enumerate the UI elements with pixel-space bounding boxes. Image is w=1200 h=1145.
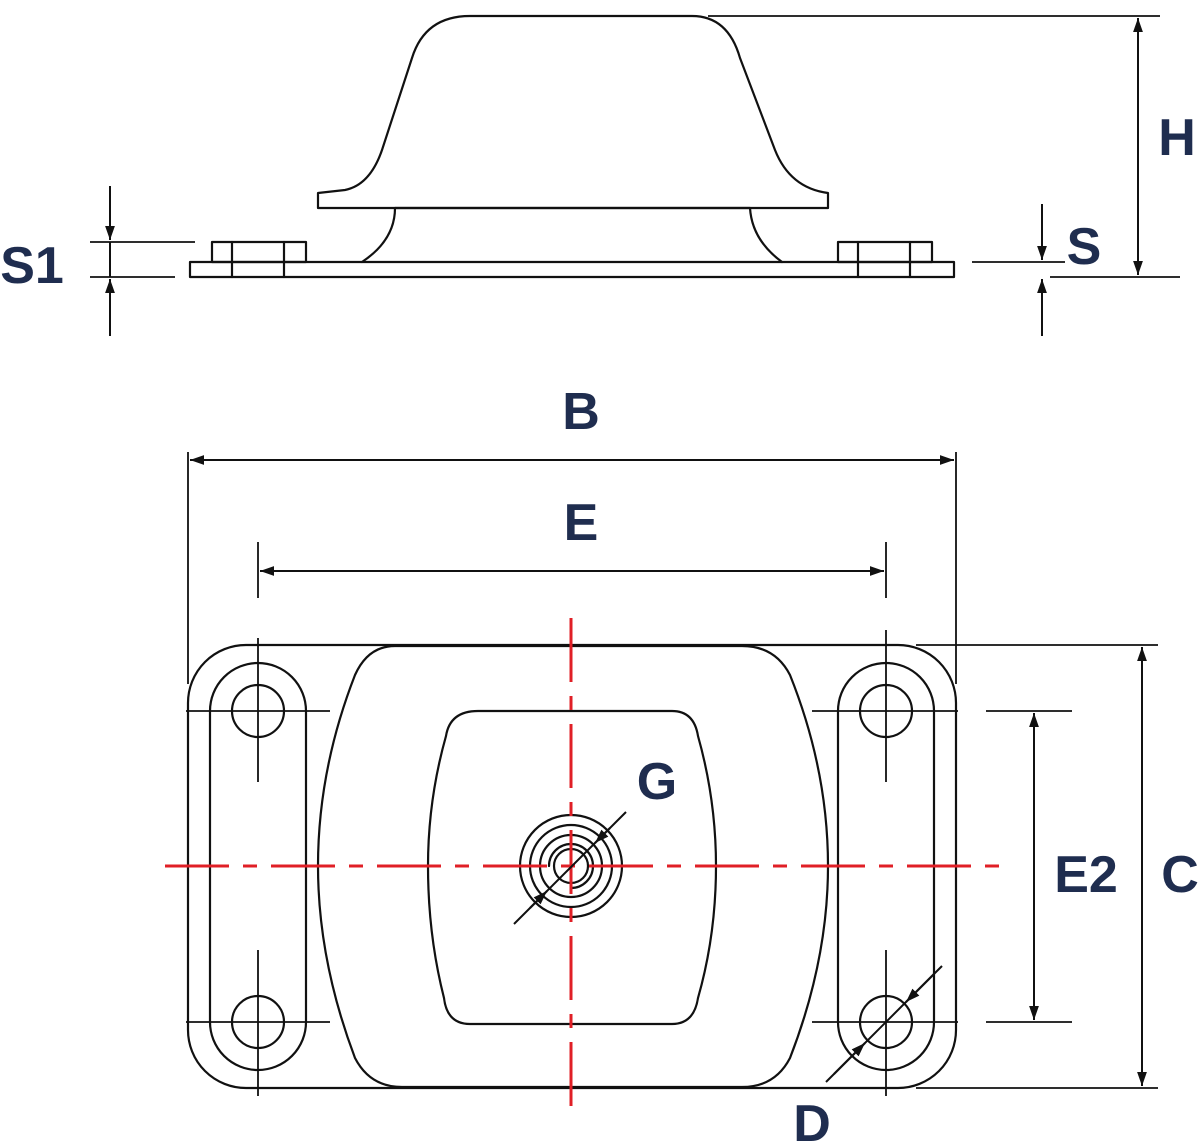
- side-rubber-dome: [316, 14, 830, 210]
- dimension-labels: H S1 S B E G E2 C D: [0, 109, 1199, 1145]
- centerlines: [165, 618, 1008, 1118]
- top-rubber-outline: [316, 644, 830, 1089]
- dimension-s1: [90, 186, 195, 336]
- label-g: G: [637, 753, 677, 811]
- side-left-bolt-head: [210, 240, 308, 264]
- dimension-d: [825, 965, 943, 1083]
- top-rubber-top-face: [426, 709, 718, 1026]
- label-c: C: [1161, 846, 1199, 904]
- top-view: [165, 452, 1158, 1118]
- label-h: H: [1158, 109, 1196, 167]
- label-d: D: [793, 1095, 831, 1145]
- side-view: [90, 14, 1180, 336]
- label-e2: E2: [1054, 846, 1118, 904]
- dimension-h: [708, 15, 1180, 278]
- label-e: E: [564, 494, 599, 552]
- label-s1: S1: [0, 237, 64, 295]
- label-s: S: [1067, 218, 1102, 276]
- label-b: B: [562, 383, 600, 441]
- dimension-e2: [986, 710, 1072, 1023]
- dimension-e: [257, 542, 887, 598]
- side-right-bolt-head: [836, 240, 934, 264]
- dimension-s: [972, 204, 1065, 336]
- dimension-c: [916, 644, 1158, 1089]
- dimension-g: [513, 811, 627, 925]
- side-base-plate: [188, 260, 956, 279]
- side-rubber-neck: [360, 206, 784, 264]
